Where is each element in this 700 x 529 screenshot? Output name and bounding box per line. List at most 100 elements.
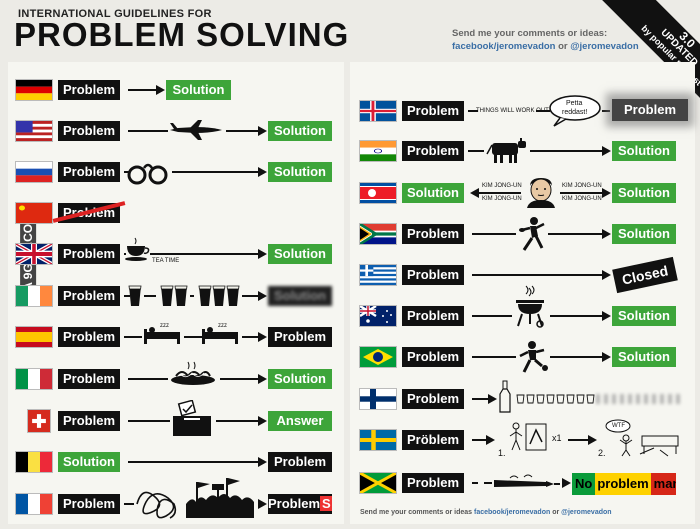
solution-box-usa: Solution bbox=[268, 121, 332, 141]
pint-glass-icon bbox=[174, 285, 188, 306]
confused-assembly-icon bbox=[605, 419, 679, 457]
things-work-out-text: THINGS WILL WORK OUT... bbox=[476, 108, 554, 114]
scribble-icon bbox=[136, 491, 177, 519]
petta-line1: Petta bbox=[566, 100, 583, 107]
flag-australia bbox=[360, 306, 396, 326]
flag-ireland bbox=[16, 286, 52, 306]
petta-line2: reddast! bbox=[562, 109, 588, 116]
pint-glass-icon bbox=[128, 285, 142, 306]
x1-label: x1 bbox=[552, 433, 562, 443]
problem-box-usa: Problem bbox=[58, 121, 120, 141]
contact-or: or bbox=[558, 41, 568, 52]
solution-box-italy: Solution bbox=[268, 369, 332, 389]
shot-glass-icon bbox=[576, 394, 585, 404]
problem-box-spain: Problem bbox=[58, 327, 120, 347]
kim-jong-un-face-icon bbox=[527, 178, 555, 208]
flag-switzerland bbox=[28, 410, 50, 432]
solution-box-uk: Solution bbox=[268, 244, 332, 264]
cow-icon bbox=[486, 138, 526, 163]
flag-russia bbox=[16, 162, 52, 182]
problem-word-jamaica: problem bbox=[595, 473, 651, 495]
flag-spain bbox=[16, 327, 52, 347]
problem-box-france: Problem bbox=[58, 494, 120, 514]
barbecue-icon bbox=[516, 285, 544, 328]
footer-contact: Send me your comments or ideas facebook/… bbox=[360, 509, 612, 516]
shot-glass-icon bbox=[546, 394, 555, 404]
spaghetti-icon bbox=[171, 361, 215, 385]
siesta-bed-icon-2: zzz bbox=[202, 323, 238, 344]
siesta-bed-icon: zzz bbox=[144, 323, 180, 344]
solution-box-india: Solution bbox=[612, 141, 676, 161]
problem-box-brazil: Problem bbox=[402, 347, 464, 367]
flag-china bbox=[16, 203, 52, 223]
solution-box-russia: Solution bbox=[268, 162, 332, 182]
problem-box-ireland: Problem bbox=[58, 286, 120, 306]
problem-box-russia: Problem bbox=[58, 162, 120, 182]
problem-box-finland: Problem bbox=[402, 389, 464, 409]
flag-iceland bbox=[360, 101, 396, 121]
footer-link-facebook[interactable]: facebook/jeromevadon bbox=[474, 509, 551, 516]
flag-north-korea bbox=[360, 183, 396, 203]
contact-link-twitter[interactable]: @jeromevadon bbox=[570, 41, 639, 52]
solution-box-belgium: Solution bbox=[58, 452, 120, 472]
flag-finland bbox=[360, 389, 396, 409]
problem-box-jamaica: Problem bbox=[402, 473, 464, 493]
problem-box-sweden: Pröblem bbox=[402, 430, 464, 450]
problem-box-australia: Problem bbox=[402, 306, 464, 326]
flag-sweden bbox=[360, 430, 396, 450]
problems-s: S bbox=[320, 496, 332, 511]
shot-glass-icon bbox=[556, 394, 565, 404]
footer-or: or bbox=[552, 509, 560, 516]
contact-link-facebook[interactable]: facebook/jeromevadon bbox=[452, 41, 556, 52]
solution-box-south-africa: Solution bbox=[612, 224, 676, 244]
flag-belgium bbox=[16, 452, 52, 472]
handcuffs-icon bbox=[127, 163, 168, 185]
footer-link-twitter[interactable]: @jeromevadon bbox=[561, 509, 612, 516]
ballot-box-icon bbox=[173, 400, 211, 436]
problem-box-belgium-result: Problem bbox=[268, 452, 332, 472]
step-2-label: 2. bbox=[598, 448, 606, 458]
blurred-solution-ireland: Solution bbox=[268, 286, 332, 306]
rugby-player-icon bbox=[519, 217, 545, 251]
shot-glass-icon bbox=[526, 394, 535, 404]
shot-glass-icon bbox=[586, 394, 595, 404]
vodka-bottle-icon bbox=[499, 380, 511, 413]
answer-box-switzerland: Answer bbox=[268, 411, 332, 431]
ikea-assembly-icon bbox=[509, 422, 547, 451]
header-kicker: INTERNATIONAL GUIDELINES FOR bbox=[18, 8, 212, 20]
kim-label-left-bottom: KIM JONG-UN bbox=[482, 196, 522, 202]
footer-text: Send me your comments or ideas bbox=[360, 509, 473, 516]
problem-box-south-africa: Problem bbox=[402, 224, 464, 244]
solution-box-germany: Solution bbox=[166, 80, 231, 100]
contact-line: Send me your comments or ideas: bbox=[452, 28, 608, 39]
problem-box-india: Problem bbox=[402, 141, 464, 161]
man-word: man bbox=[650, 473, 676, 495]
kim-label-right-top: KIM JONG-UN bbox=[562, 183, 602, 189]
problems-word: Problem bbox=[268, 496, 321, 511]
problem-box-iceland: Problem bbox=[402, 101, 464, 121]
drone-icon bbox=[170, 120, 222, 140]
flag-germany bbox=[16, 80, 52, 100]
pint-glass-icon bbox=[226, 285, 240, 306]
svg-text:zzz: zzz bbox=[160, 323, 169, 329]
flag-greece bbox=[360, 265, 396, 285]
pint-glass-icon bbox=[160, 285, 174, 306]
pint-glass-icon bbox=[198, 285, 212, 306]
flag-brazil bbox=[360, 347, 396, 367]
tea-cup-icon bbox=[125, 237, 150, 261]
problem-box-greece: Problem bbox=[402, 265, 464, 285]
flag-india bbox=[360, 141, 396, 161]
solution-box-brazil: Solution bbox=[612, 347, 676, 367]
contact-links: facebook/jeromevadon or @jeromevadon bbox=[452, 41, 639, 52]
flag-jamaica bbox=[360, 473, 396, 493]
flag-usa bbox=[16, 121, 52, 141]
kim-label-right-bottom: KIM JONG-UN bbox=[562, 196, 602, 202]
problem-box-iceland-faded: Problem bbox=[612, 99, 688, 121]
no-problem-man-box: Noproblemman bbox=[572, 473, 676, 495]
solution-box-north-korea: Solution bbox=[402, 183, 464, 203]
speech-bubble-icon bbox=[549, 95, 601, 127]
protest-crowd-icon bbox=[186, 478, 254, 518]
problem-box-switzerland: Problem bbox=[58, 411, 120, 431]
problem-box-spain-result: Problem bbox=[268, 327, 332, 347]
